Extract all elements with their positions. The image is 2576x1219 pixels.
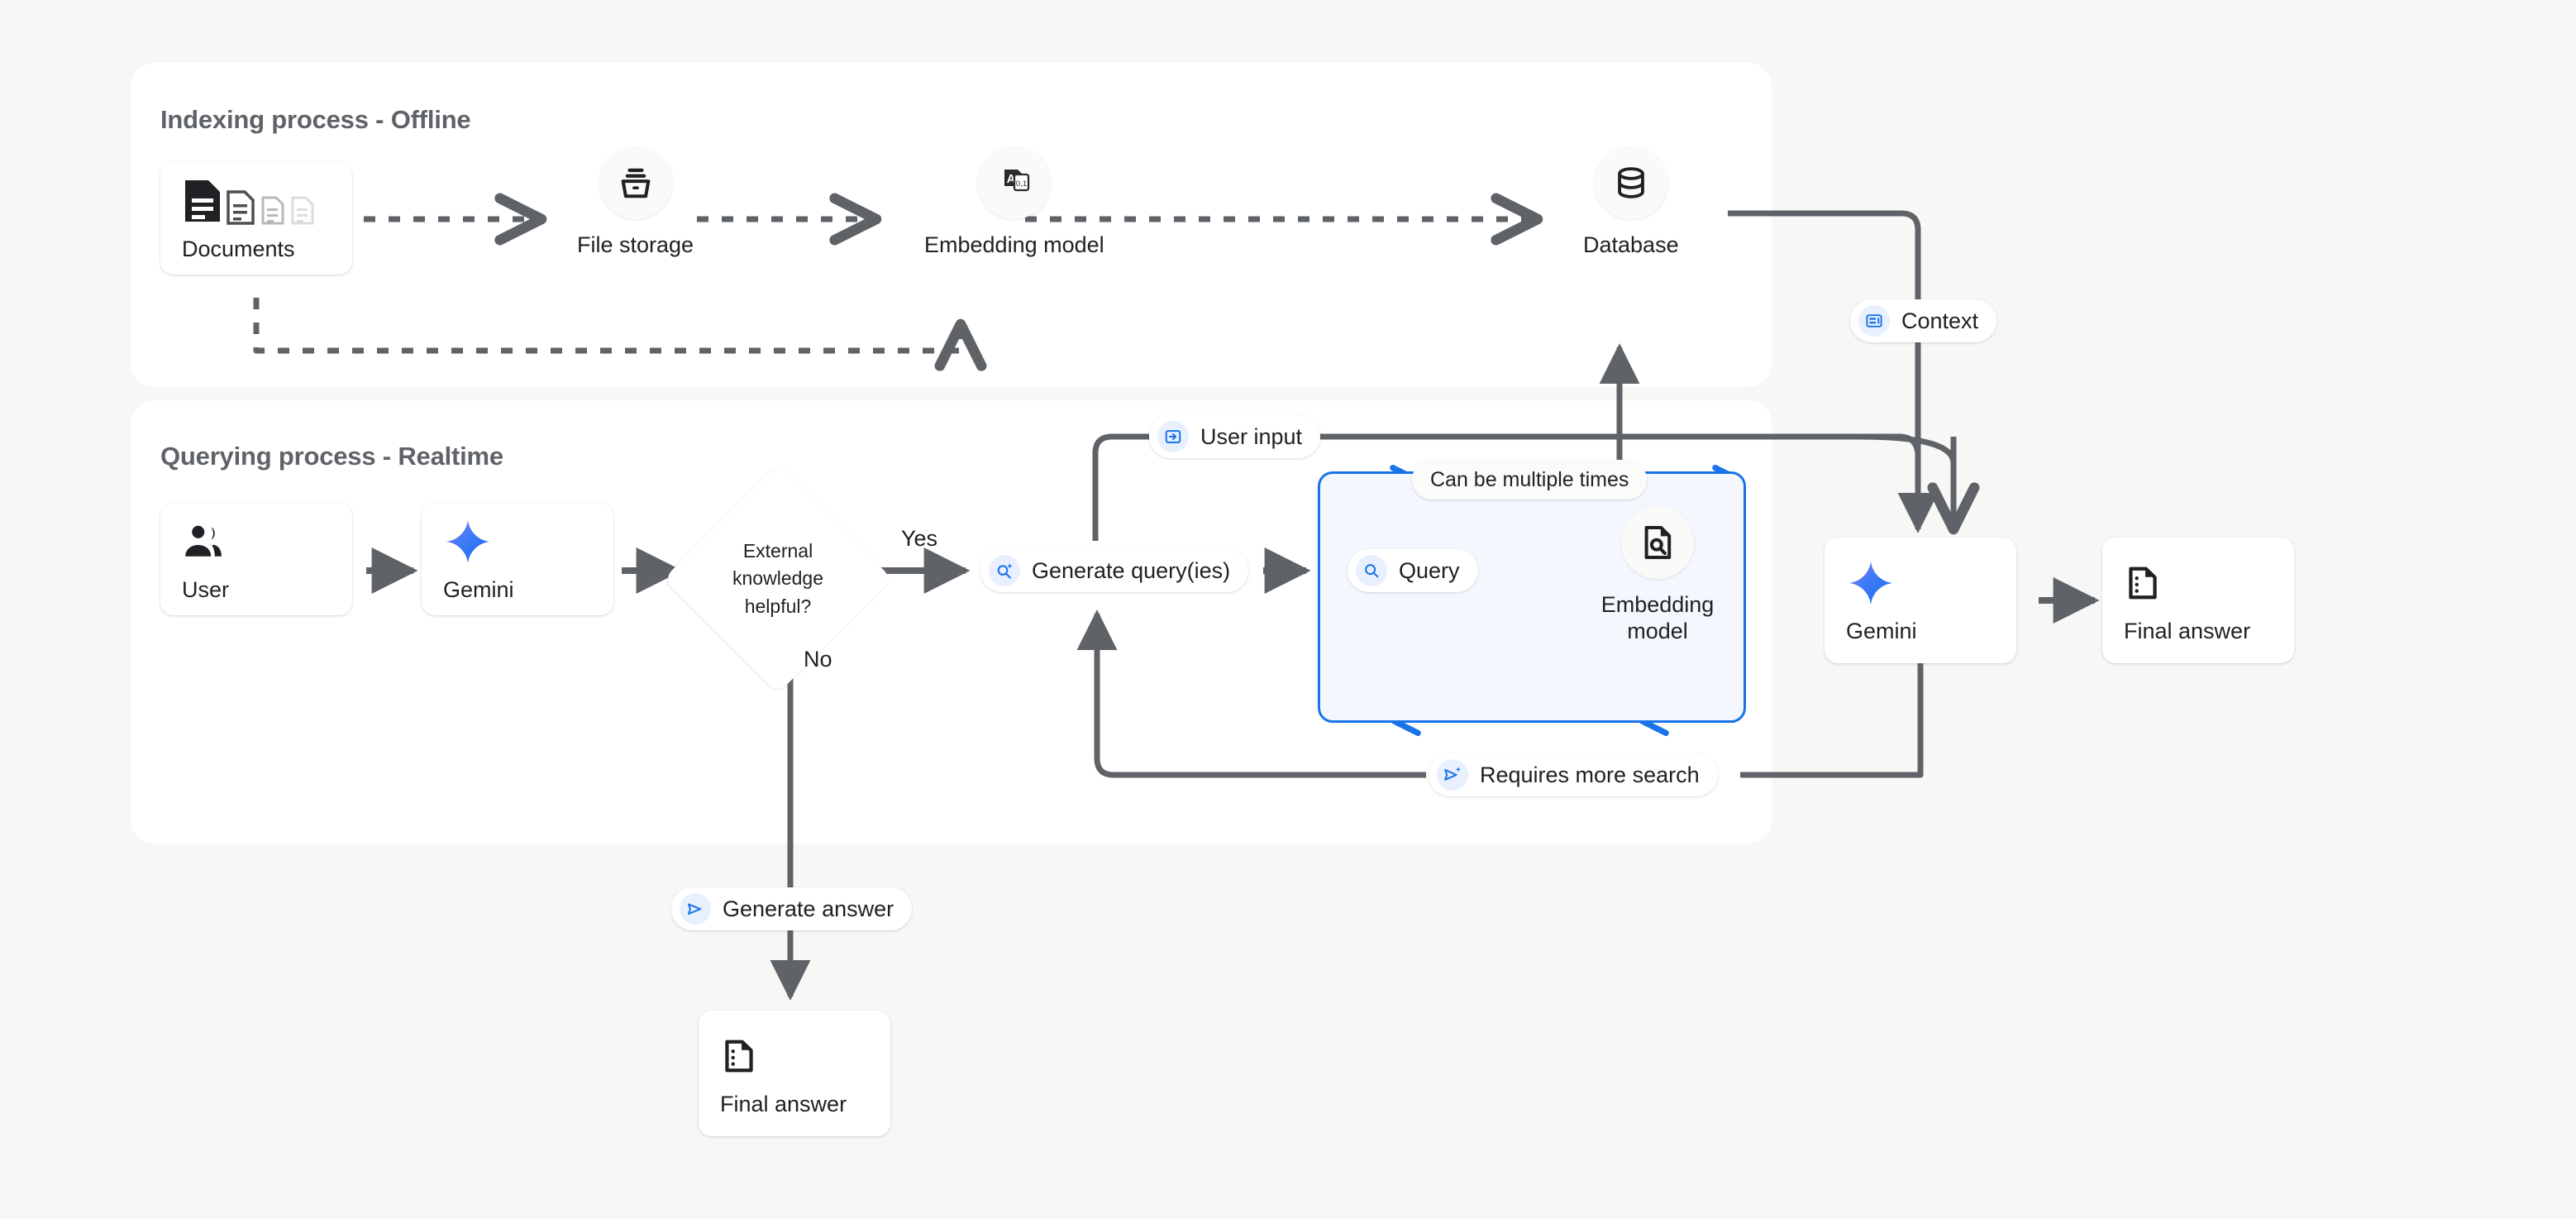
documents-icon [182,175,352,227]
database-icon [1594,146,1667,219]
node-gemini-right-label: Gemini [1846,618,1917,643]
node-final-answer-right-label: Final answer [2124,618,2251,643]
node-database-label: Database [1583,232,1679,257]
edge-label-yes: Yes [901,526,938,551]
document-search-icon [1621,506,1694,579]
pill-generate-answer[interactable]: Generate answer [671,887,913,930]
wire-documents-to-embedding-chunks [253,298,987,371]
wire-requires-more-search-left [1076,610,1426,778]
node-documents[interactable]: Documents [160,162,352,275]
node-gemini-right[interactable]: Gemini [1825,538,2016,663]
pill-requires-more-search[interactable]: Requires more search [1429,753,1718,796]
login-arrow-icon [1157,421,1189,452]
pill-query-label: Query [1399,557,1460,583]
node-final-answer-bottom-label: Final answer [720,1091,847,1116]
pill-context[interactable]: Context [1850,299,1997,342]
pill-loop-note-label: Can be multiple times [1430,467,1629,491]
node-decision-external-knowledge[interactable]: External knowledge helpful? [663,464,893,694]
context-card-icon [1858,305,1890,337]
pill-user-input[interactable]: User input [1149,415,1321,458]
node-gemini-left[interactable]: Gemini [422,503,613,615]
node-documents-label: Documents [182,236,295,261]
pill-generate-query-label: Generate query(ies) [1032,557,1231,583]
wire-user-input-down-to-gemini [1898,433,1921,529]
pill-loop-note: Can be multiple times [1412,460,1648,500]
pill-query[interactable]: Query [1348,549,1478,592]
node-gemini-left-label: Gemini [443,576,514,602]
text-to-vector-icon: A 0,1 [977,146,1051,219]
search-sparkle-icon [989,555,1020,586]
wire-requires-more-search-right [1740,643,1924,778]
pill-requires-more-search-label: Requires more search [1480,762,1700,787]
node-user-label: User [182,576,230,602]
gemini-sparkle-icon [1846,557,2016,609]
wire-user-input-bend [1859,433,1957,464]
svg-text:A: A [1006,172,1015,186]
send-sparkle-icon [1437,759,1468,791]
edge-label-no: No [804,647,832,672]
node-final-answer-bottom[interactable]: Final answer [699,1011,890,1136]
pill-user-input-label: User input [1200,423,1303,449]
node-embedding-model-query-label: Embedding model [1600,592,1715,643]
node-embedding-model-indexing-label: Embedding model [924,232,1104,257]
node-user[interactable]: User [160,503,352,615]
answer-doc-icon [720,1030,890,1082]
panel-title-indexing: Indexing process - Offline [160,105,471,134]
send-icon [680,893,711,925]
node-file-storage-label: File storage [577,232,694,257]
node-final-answer-right[interactable]: Final answer [2102,538,2294,663]
file-storage-icon [599,146,672,219]
pill-generate-answer-label: Generate answer [723,896,894,921]
pill-generate-query[interactable]: Generate query(ies) [980,549,1249,592]
panel-title-querying: Querying process - Realtime [160,442,503,471]
node-embedding-model-indexing[interactable]: A 0,1 Embedding model [924,146,1104,259]
search-icon [1356,555,1387,586]
node-file-storage[interactable]: File storage [577,146,694,259]
people-icon [182,516,352,567]
gemini-sparkle-icon [443,516,613,567]
node-embedding-model-query[interactable]: Embedding model [1583,506,1732,645]
node-decision-label: External knowledge helpful? [732,539,823,617]
node-database[interactable]: Database [1583,146,1679,259]
wire-user-input-to-gemini [1092,433,1149,541]
wire-database-to-gemini-context [1728,210,1939,533]
pill-context-label: Context [1901,308,1979,333]
svg-text:0,1: 0,1 [1016,179,1027,189]
answer-doc-icon [2124,557,2294,609]
